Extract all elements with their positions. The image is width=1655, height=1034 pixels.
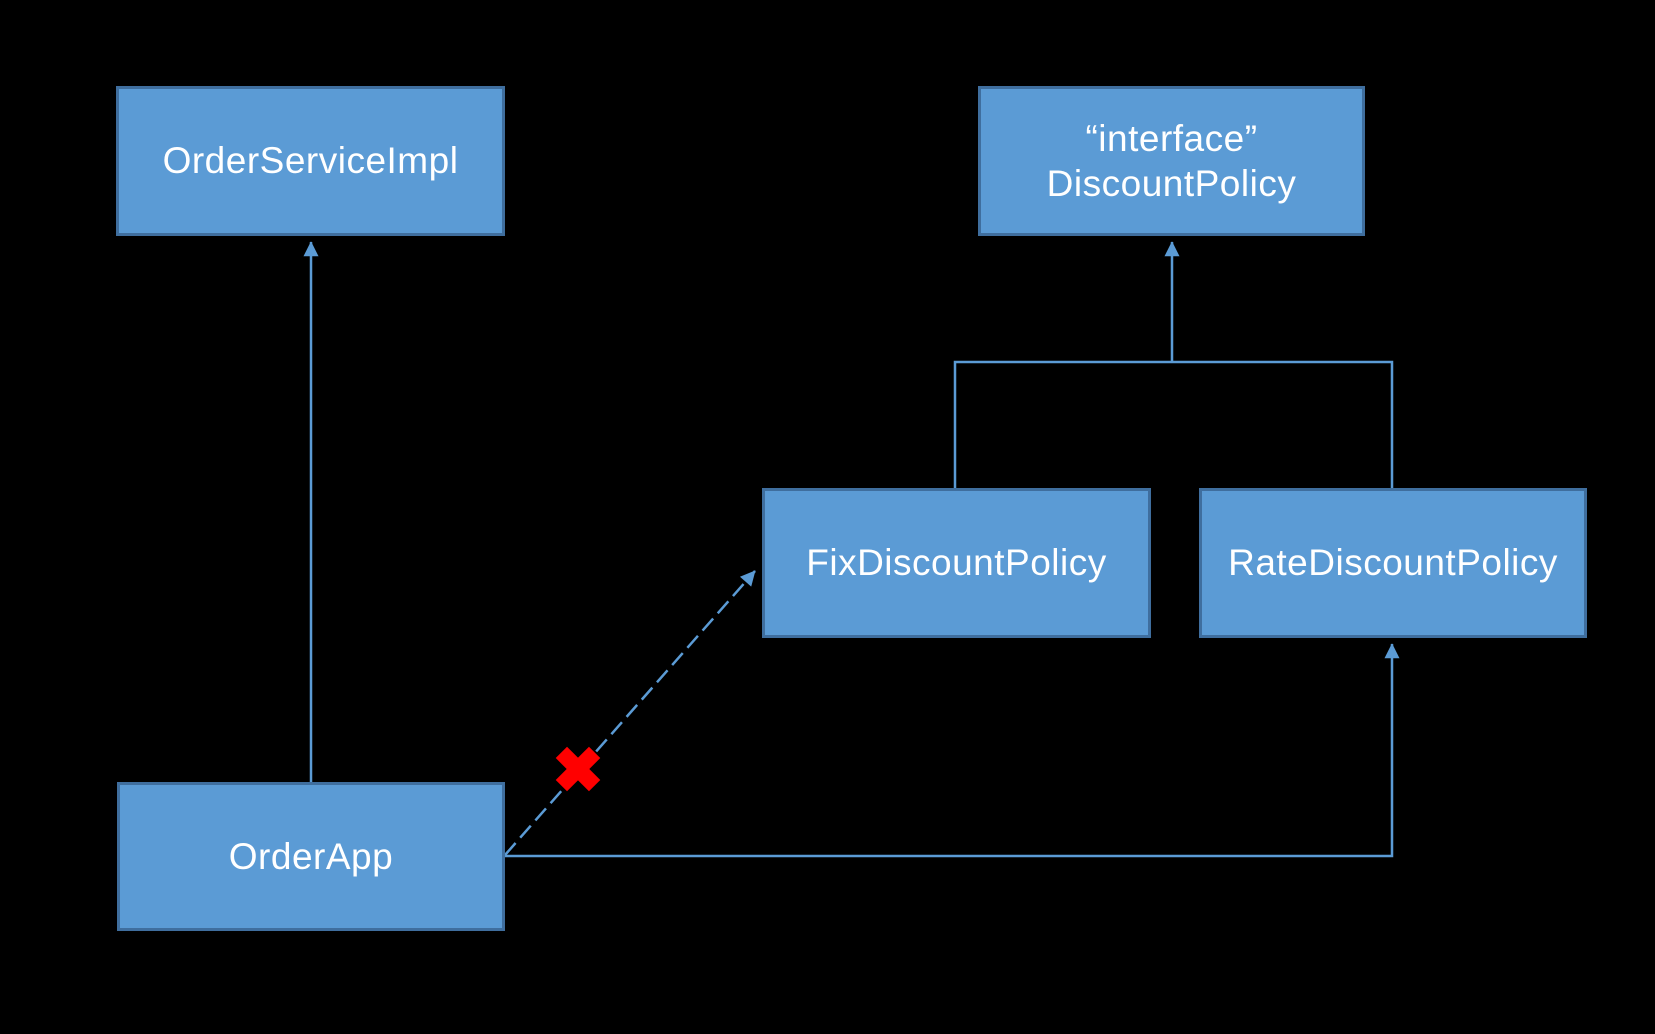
node-discountpolicy-stereotype: “interface” — [1085, 117, 1258, 159]
node-discountpolicy-label: DiscountPolicy — [1046, 163, 1297, 204]
node-orderserviceimpl-label: OrderServiceImpl — [162, 140, 459, 182]
node-discountpolicy-interface: “interface” DiscountPolicy — [978, 86, 1365, 236]
node-orderserviceimpl: OrderServiceImpl — [116, 86, 505, 236]
node-fixdiscountpolicy-label: FixDiscountPolicy — [806, 542, 1107, 584]
node-fixdiscountpolicy: FixDiscountPolicy — [762, 488, 1151, 638]
node-orderapp: OrderApp — [117, 782, 505, 931]
edge-orderapp-to-fixdiscountpolicy-dashed — [504, 570, 756, 856]
node-ratediscountpolicy-label: RateDiscountPolicy — [1228, 542, 1558, 584]
node-ratediscountpolicy: RateDiscountPolicy — [1199, 488, 1587, 638]
edge-fix-rate-elbow — [953, 360, 1394, 488]
removed-dependency-x-icon — [555, 746, 601, 792]
node-orderapp-label: OrderApp — [228, 835, 394, 877]
edge-orderapp-to-ratediscountpolicy — [505, 643, 1400, 858]
